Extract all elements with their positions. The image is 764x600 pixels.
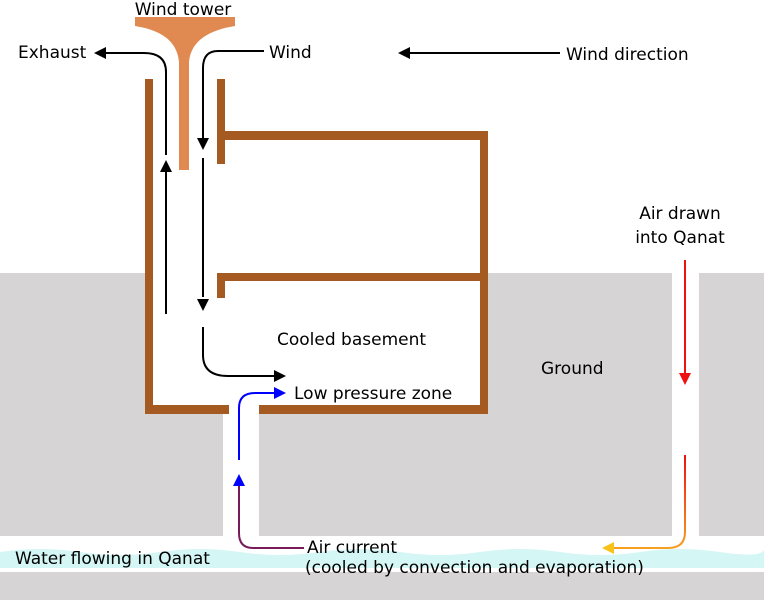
exhaust-arrowhead (94, 47, 106, 59)
wind-down-arrowhead (197, 138, 209, 150)
air-drawn-label-2: into Qanat (635, 228, 725, 248)
qanat-intake-flow (614, 455, 686, 549)
wind-path-arrows (105, 50, 560, 377)
water-flow (0, 549, 764, 568)
building-walls (145, 79, 488, 414)
wind-direction-label: Wind direction (566, 45, 689, 65)
qanat-flow-arrowhead (602, 542, 614, 554)
water-flowing-label: Water flowing in Qanat (15, 549, 210, 569)
basement-right-arrowhead (274, 370, 286, 382)
exhaust-up-arrowhead (160, 160, 172, 172)
low-pressure-arrowhead (274, 387, 286, 399)
low-pressure-zone-label: Low pressure zone (294, 384, 452, 404)
shaft-to-basement (223, 405, 259, 540)
wind-arrowheads (94, 47, 410, 382)
air-current-label-2: (cooled by convection and evaporation) (305, 558, 644, 578)
wind-label: Wind (269, 43, 312, 63)
air-current-arrowhead (233, 474, 245, 486)
intake-arrowhead (679, 373, 691, 385)
wind-direction-arrowhead (398, 47, 410, 59)
wind-basement-arrowhead (197, 299, 209, 311)
exhaust-label: Exhaust (18, 43, 87, 63)
air-current-label-1: Air current (307, 538, 397, 558)
ground-label: Ground (541, 359, 604, 379)
cooled-basement-label: Cooled basement (277, 330, 426, 350)
wind-tower-shape (135, 17, 235, 170)
low-pressure-arrow-line (238, 392, 274, 460)
air-drawn-label-1: Air drawn (639, 204, 721, 224)
wind-tower-label: Wind tower (135, 0, 232, 20)
air-current-line (238, 486, 304, 549)
